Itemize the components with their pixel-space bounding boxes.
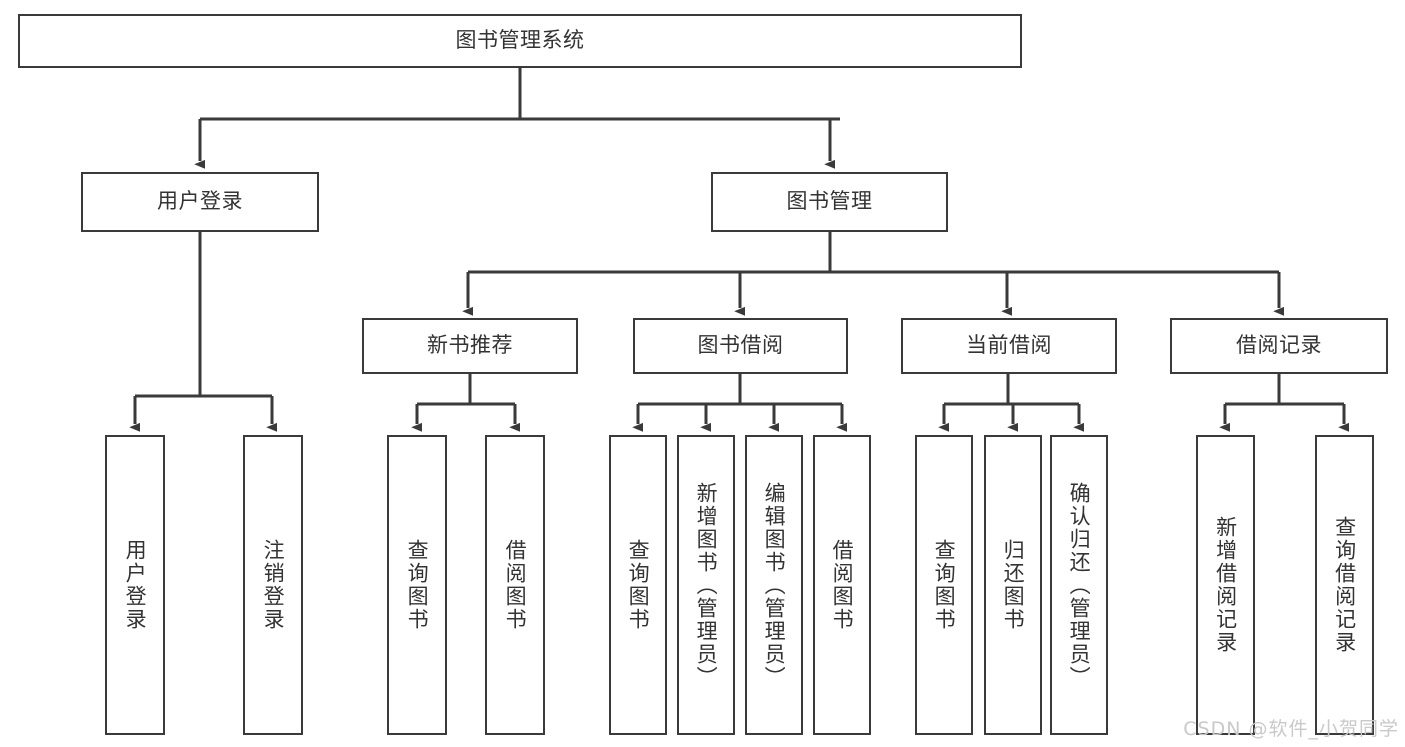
- leaf-query-book-borrow-label: 查询图书: [626, 539, 651, 631]
- leaf-user-login[interactable]: 用户登录: [105, 435, 165, 735]
- leaf-add-borrow-record-label: 新增借阅记录: [1213, 516, 1238, 654]
- node-current-borrow-label: 当前借阅: [966, 333, 1052, 358]
- node-book-management[interactable]: 图书管理: [711, 172, 948, 232]
- leaf-confirm-return-admin-label: 确认归还（管理员）: [1067, 481, 1092, 689]
- leaf-query-borrow-record[interactable]: 查询借阅记录: [1315, 435, 1374, 735]
- leaf-query-book-current-label: 查询图书: [932, 539, 957, 631]
- leaf-query-book-newbook[interactable]: 查询图书: [387, 435, 447, 735]
- node-new-book-recommend[interactable]: 新书推荐: [362, 318, 578, 374]
- leaf-user-login-label: 用户登录: [123, 539, 148, 631]
- node-current-borrow[interactable]: 当前借阅: [901, 318, 1117, 374]
- leaf-borrow-book-label: 借阅图书: [830, 539, 855, 631]
- leaf-return-book[interactable]: 归还图书: [984, 435, 1042, 735]
- leaf-add-book-admin-label: 新增图书（管理员）: [694, 481, 719, 689]
- node-book-borrow-label: 图书借阅: [697, 333, 784, 358]
- node-root-label: 图书管理系统: [455, 28, 585, 53]
- leaf-borrow-book-newbook[interactable]: 借阅图书: [485, 435, 545, 735]
- node-root[interactable]: 图书管理系统: [18, 14, 1022, 68]
- leaf-confirm-return-admin[interactable]: 确认归还（管理员）: [1050, 435, 1108, 735]
- leaf-borrow-book-newbook-label: 借阅图书: [503, 539, 528, 631]
- node-book-borrow[interactable]: 图书借阅: [633, 318, 848, 374]
- node-new-book-recommend-label: 新书推荐: [427, 333, 513, 358]
- leaf-return-book-label: 归还图书: [1001, 539, 1026, 631]
- node-borrow-record-label: 借阅记录: [1236, 333, 1322, 358]
- leaf-query-borrow-record-label: 查询借阅记录: [1332, 516, 1357, 654]
- leaf-add-borrow-record[interactable]: 新增借阅记录: [1196, 435, 1255, 735]
- leaf-borrow-book[interactable]: 借阅图书: [813, 435, 871, 735]
- leaf-add-book-admin[interactable]: 新增图书（管理员）: [677, 435, 735, 735]
- leaf-logout[interactable]: 注销登录: [243, 435, 303, 735]
- leaf-query-book-newbook-label: 查询图书: [405, 539, 430, 631]
- node-user-login[interactable]: 用户登录: [81, 172, 319, 232]
- node-user-login-label: 用户登录: [157, 189, 243, 214]
- leaf-logout-label: 注销登录: [261, 539, 286, 631]
- leaf-query-book-current[interactable]: 查询图书: [915, 435, 973, 735]
- leaf-edit-book-admin-label: 编辑图书（管理员）: [762, 481, 787, 689]
- node-book-management-label: 图书管理: [786, 189, 873, 214]
- leaf-edit-book-admin[interactable]: 编辑图书（管理员）: [745, 435, 803, 735]
- node-borrow-record[interactable]: 借阅记录: [1170, 318, 1388, 374]
- leaf-query-book-borrow[interactable]: 查询图书: [609, 435, 667, 735]
